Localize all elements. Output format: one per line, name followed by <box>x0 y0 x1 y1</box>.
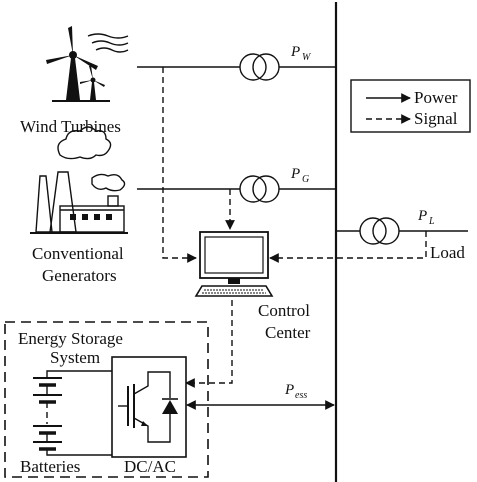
ess-boundary <box>4 321 209 478</box>
battery-positive-wire <box>46 370 112 378</box>
conventional-label-line1: Conventional <box>32 244 124 263</box>
ess-label-line2: System <box>50 348 100 367</box>
converter-label: DC/AC <box>124 457 176 476</box>
transformer-icon <box>239 175 280 203</box>
legend: Power Signal <box>350 79 471 133</box>
igbt-icon <box>111 356 187 458</box>
batteries-label: Batteries <box>20 457 80 476</box>
ess-label-line1: Energy Storage <box>18 329 123 348</box>
pg-subscript: G <box>302 174 309 185</box>
control-label-line2: Center <box>265 323 311 342</box>
legend-signal-label: Signal <box>414 109 458 128</box>
transformer-icon <box>359 217 400 245</box>
legend-power-label: Power <box>414 88 458 107</box>
battery-icon <box>33 377 62 451</box>
battery-negative-wire <box>46 449 112 456</box>
pl-subscript: L <box>428 216 435 227</box>
load-label: Load <box>430 243 465 262</box>
conventional-label-line2: Generators <box>42 266 117 285</box>
wind-signal-line <box>162 67 197 263</box>
load-signal-line <box>269 231 427 263</box>
pw-symbol: P <box>290 44 300 60</box>
pess-subscript: ess <box>295 390 307 401</box>
pl-symbol: P <box>417 208 427 224</box>
computer-icon <box>194 231 274 297</box>
control-label-line1: Control <box>258 301 310 320</box>
wind-turbines-label: Wind Turbines <box>20 117 121 136</box>
pess-symbol: P <box>284 382 294 398</box>
transformer-icon <box>239 53 280 81</box>
pg-symbol: P <box>290 166 300 182</box>
pw-subscript: W <box>302 52 312 63</box>
control-to-ess-signal <box>185 300 233 388</box>
wind-turbine-icon <box>46 26 129 102</box>
power-plant-icon <box>30 126 128 234</box>
